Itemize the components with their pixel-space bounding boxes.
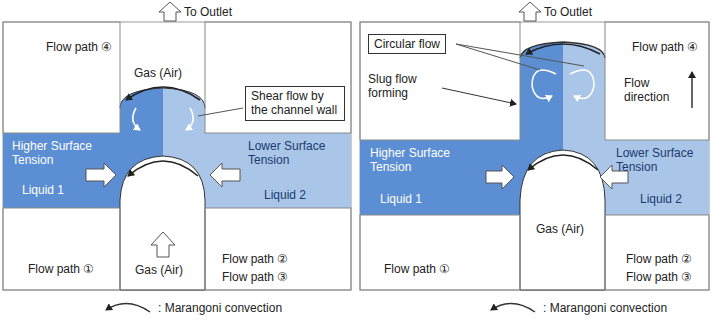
liquid-label: Liquid 2 bbox=[264, 188, 306, 202]
marangoni-arrow bbox=[128, 161, 198, 176]
flow-path-label: Flow path ③ bbox=[626, 270, 692, 284]
circular-flow-arrow bbox=[532, 70, 556, 98]
shear-flow-arrow bbox=[133, 108, 140, 130]
panel-frame bbox=[3, 22, 351, 290]
leader-arrow bbox=[442, 88, 516, 104]
liquid-label: Liquid 1 bbox=[22, 183, 64, 197]
gas-interface bbox=[120, 88, 205, 108]
surface-tension-label: Higher Surface Tension bbox=[370, 146, 470, 175]
outlet-arrow bbox=[519, 2, 541, 21]
outlet-label: To Outlet bbox=[544, 5, 592, 19]
panel-frame bbox=[360, 22, 709, 290]
liquid-1-blob bbox=[120, 88, 163, 133]
flow-path-label: Flow path ② bbox=[626, 252, 692, 266]
flow-path-label: Flow path ② bbox=[222, 252, 288, 266]
marangoni-arrow bbox=[528, 155, 598, 170]
flow-direction-arrow bbox=[691, 72, 693, 108]
callout-box: Circular flow bbox=[368, 34, 446, 54]
legend-sample bbox=[491, 303, 535, 312]
marangoni-arrow bbox=[526, 44, 600, 54]
flow-path-label: Flow path ④ bbox=[632, 40, 698, 54]
callout-text: Shear flow by the channel wall bbox=[251, 89, 339, 118]
legend-text: : Marangoni convection bbox=[158, 301, 282, 315]
legend-text: : Marangoni convection bbox=[543, 301, 667, 315]
callout-box: Shear flow by the channel wall bbox=[245, 86, 345, 121]
callout-text: Circular flow bbox=[374, 37, 440, 51]
channel-walls bbox=[360, 22, 709, 290]
inflow-arrow bbox=[151, 232, 175, 257]
flow-direction-label: Flow direction bbox=[624, 76, 682, 105]
slug-flow-label: Slug flow forming bbox=[368, 72, 440, 101]
leader-line bbox=[456, 44, 584, 66]
inflow-arrow bbox=[210, 163, 240, 187]
gas-label: Gas (Air) bbox=[135, 263, 183, 277]
liquid-2-slug bbox=[563, 42, 605, 140]
gas-label: Gas (Air) bbox=[134, 66, 182, 80]
flow-path-label: Flow path ④ bbox=[46, 40, 112, 54]
shear-flow-arrow bbox=[186, 108, 193, 130]
liquid-label: Liquid 1 bbox=[380, 192, 422, 206]
leader-line bbox=[198, 108, 243, 116]
surface-tension-label: Higher Surface Tension bbox=[12, 139, 112, 168]
liquid-2-blob bbox=[163, 88, 205, 133]
gas-bubble bbox=[120, 156, 205, 290]
flow-path-label: Flow path ③ bbox=[222, 270, 288, 284]
circular-flow-arrow bbox=[570, 70, 594, 98]
surface-tension-label: Lower Surface Tension bbox=[616, 146, 706, 175]
gas-label: Gas (Air) bbox=[536, 222, 584, 236]
outlet-label: To Outlet bbox=[184, 5, 232, 19]
flow-path-label: Flow path ① bbox=[28, 262, 94, 276]
surface-tension-label: Lower Surface Tension bbox=[248, 139, 346, 168]
liquid-1-slug bbox=[520, 42, 563, 140]
inflow-arrow bbox=[86, 163, 116, 187]
liquid-label: Liquid 2 bbox=[640, 192, 682, 206]
marangoni-arrow bbox=[126, 87, 200, 100]
inflow-arrow bbox=[486, 165, 514, 189]
outlet-arrow bbox=[159, 2, 181, 21]
flow-path-label: Flow path ① bbox=[384, 262, 450, 276]
legend-sample bbox=[106, 303, 150, 312]
leader-line bbox=[456, 44, 540, 70]
slug-interface bbox=[520, 42, 605, 58]
gas-bubble bbox=[520, 150, 605, 290]
channel-walls bbox=[3, 22, 351, 290]
